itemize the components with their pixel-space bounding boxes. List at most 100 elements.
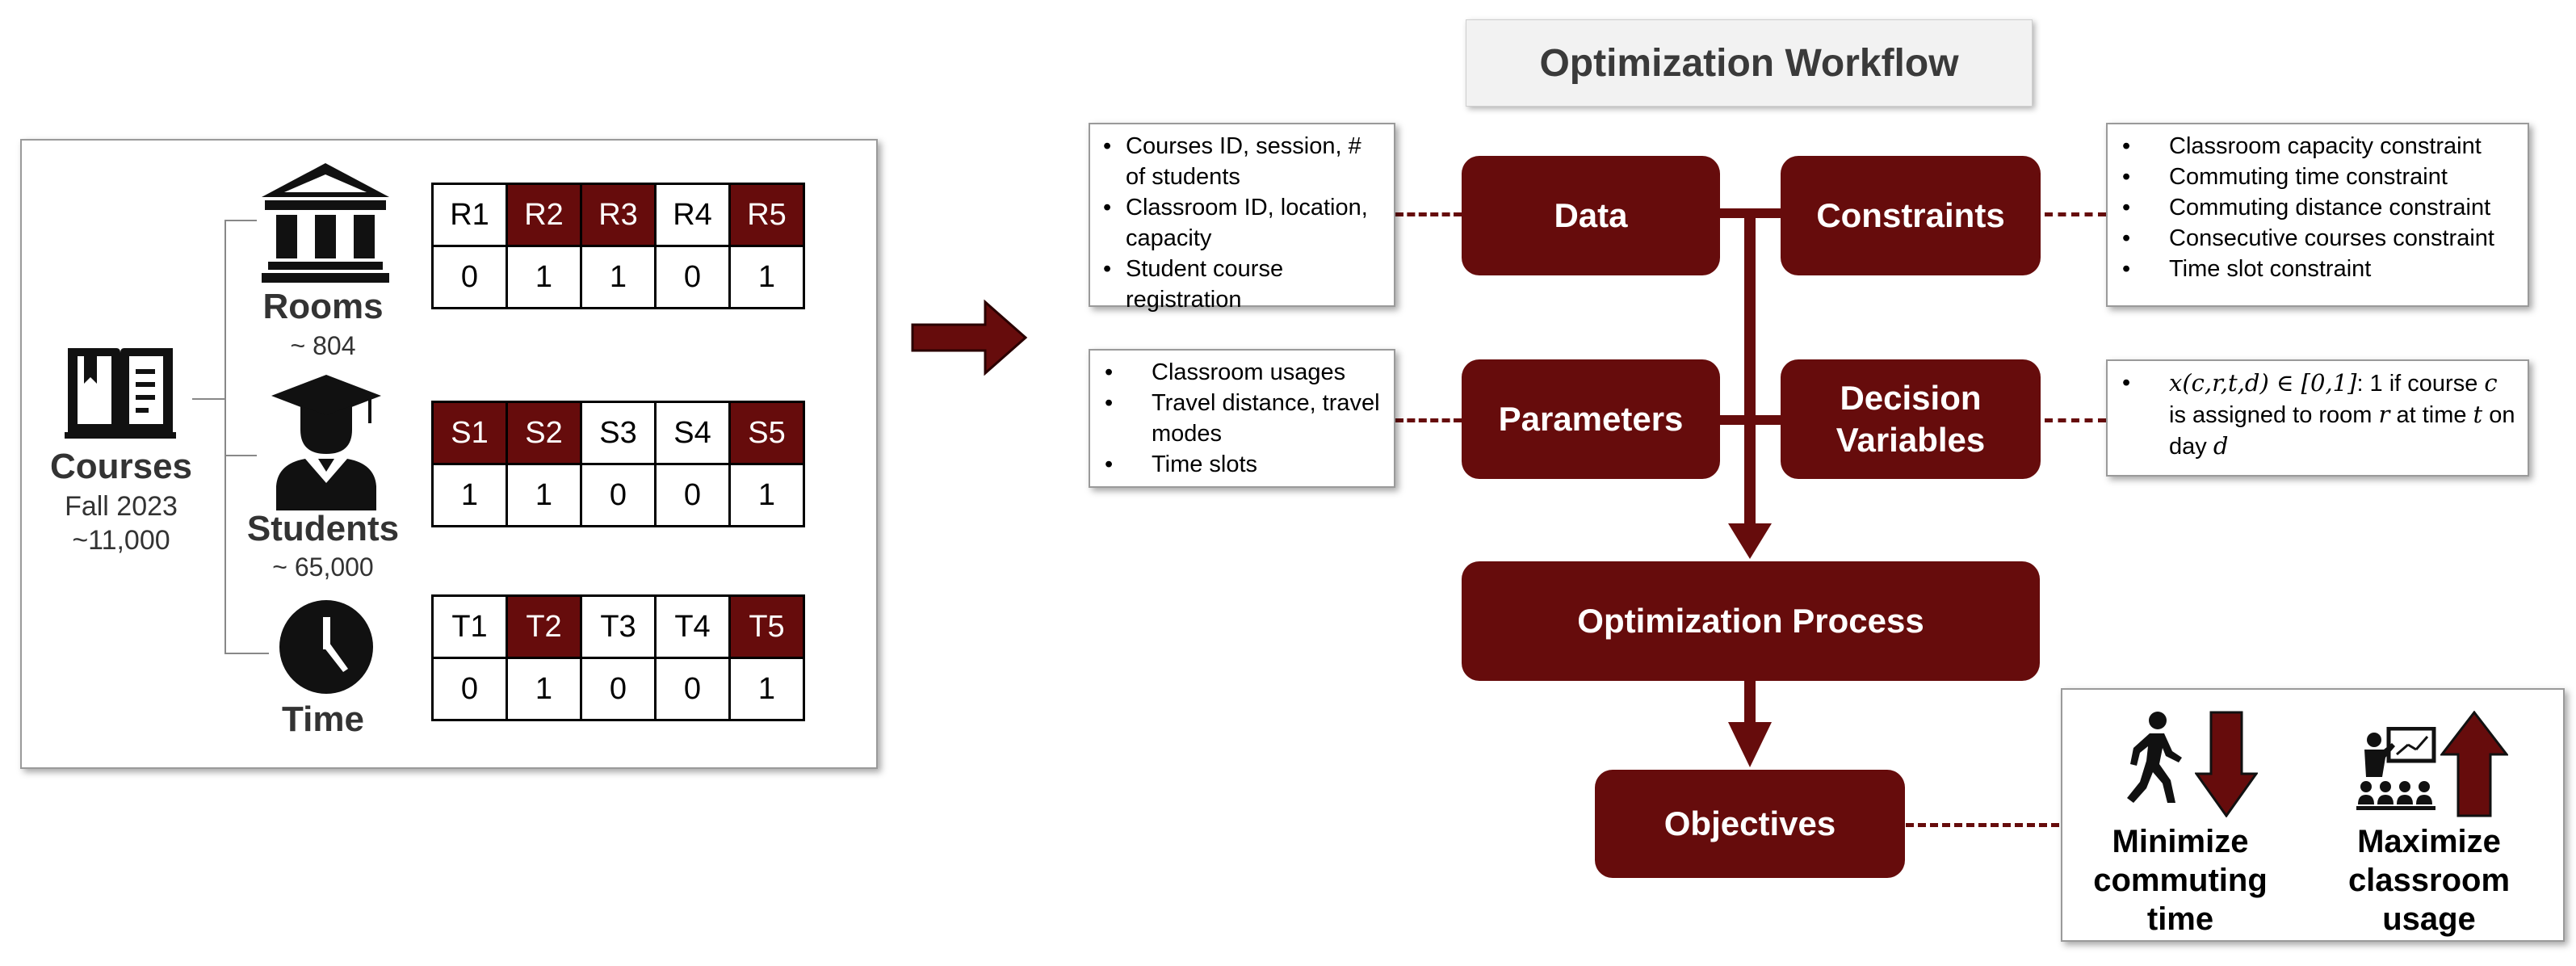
minimize-label: Minimize commuting time xyxy=(2083,822,2277,939)
constraints-block: Constraints xyxy=(1781,156,2041,275)
courses-count: ~11,000 xyxy=(72,525,170,556)
list-item: Commuting time constraint xyxy=(2116,162,2519,192)
rooms-title: Rooms xyxy=(262,287,384,326)
arrow-up-icon xyxy=(2440,711,2508,817)
objective-text: classroom xyxy=(2347,863,2511,898)
table-header-cell: S3 xyxy=(580,401,657,465)
table-header-cell: R5 xyxy=(728,183,805,247)
data-notes-box: Courses ID, session, # of students Class… xyxy=(1089,123,1395,313)
students-table: S1 S2 S3 S4 S5 1 1 0 0 1 xyxy=(431,401,805,527)
list-item: Travel distance, travel modes xyxy=(1098,388,1386,449)
table-header-cell: R3 xyxy=(580,183,657,247)
parameter-notes-box: Classroom usages Travel distance, travel… xyxy=(1089,349,1395,488)
tree-connector xyxy=(224,653,269,654)
list-item: Classroom usages xyxy=(1098,357,1386,388)
courses-title: Courses xyxy=(49,447,193,486)
decision-label-line2: Variables xyxy=(1836,421,1986,459)
table-value-cell: 1 xyxy=(506,463,582,527)
students-title: Students xyxy=(246,509,400,548)
optimization-process-block: Optimization Process xyxy=(1462,561,2040,681)
list-item: Courses ID, session, # of students xyxy=(1098,131,1386,192)
table-header-cell: S2 xyxy=(506,401,582,465)
table-value-cell: 1 xyxy=(580,245,657,309)
dashed-connector xyxy=(2045,418,2106,422)
time-title: Time xyxy=(282,699,364,739)
tree-connector xyxy=(224,455,257,456)
classroom-icon xyxy=(2356,727,2436,810)
maximize-label: Maximize classroom usage xyxy=(2332,822,2526,939)
table-header-cell: T2 xyxy=(506,594,582,659)
objectives-block: Objectives xyxy=(1595,770,1905,878)
list-item: Time slots xyxy=(1098,449,1386,480)
table-value-cell: 0 xyxy=(431,245,508,309)
table-header-cell: R2 xyxy=(506,183,582,247)
table-value-cell: 0 xyxy=(431,657,508,721)
table-header-cell: S4 xyxy=(654,401,731,465)
workflow-title: Optimization Workflow xyxy=(1466,19,2033,107)
connector-line xyxy=(1744,208,1756,548)
objective-text: Minimize xyxy=(2112,824,2249,859)
decision-note-box: x(c,r,t,d) ∈ [0,1]: 1 if course c is ass… xyxy=(2106,359,2529,477)
courses-term: Fall 2023 xyxy=(65,491,178,522)
objective-text: Maximize xyxy=(2357,824,2501,859)
table-value-cell: 1 xyxy=(728,463,805,527)
table-header-cell: T4 xyxy=(654,594,731,659)
list-item: Commuting distance constraint xyxy=(2116,192,2519,223)
connector-line xyxy=(1744,680,1756,729)
decision-text: at time xyxy=(2389,402,2473,428)
decision-text: : 1 if course xyxy=(2356,371,2485,397)
table-header-cell: R1 xyxy=(431,183,508,247)
rooms-count: ~ 804 xyxy=(290,331,356,360)
arrow-right-icon xyxy=(911,299,1028,376)
book-icon xyxy=(65,348,176,439)
dashed-connector xyxy=(1395,418,1462,422)
decision-label-line1: Decision xyxy=(1840,378,1982,417)
objective-text: commuting xyxy=(2093,863,2268,898)
list-item: Student course registration xyxy=(1098,254,1386,315)
list-item: Classroom capacity constraint xyxy=(2116,131,2519,162)
table-value-cell: 0 xyxy=(580,657,657,721)
table-header-cell: S1 xyxy=(431,401,508,465)
arrow-down-icon xyxy=(1728,722,1772,767)
table-value-cell: 1 xyxy=(431,463,508,527)
table-header-cell: T5 xyxy=(728,594,805,659)
table-value-cell: 0 xyxy=(654,245,731,309)
table-header-cell: T3 xyxy=(580,594,657,659)
tree-connector xyxy=(224,220,226,654)
walking-person-icon xyxy=(2127,712,2182,803)
decision-text: is assigned to room xyxy=(2169,402,2379,428)
rooms-table: R1 R2 R3 R4 R5 0 1 1 0 1 xyxy=(431,183,805,309)
objective-text: time xyxy=(2146,901,2214,937)
building-icon xyxy=(262,163,389,283)
table-value-cell: 1 xyxy=(506,245,582,309)
parameters-block: Parameters xyxy=(1462,359,1720,479)
arrow-down-icon xyxy=(1728,523,1772,559)
objective-text: usage xyxy=(2382,901,2476,937)
table-value-cell: 0 xyxy=(654,657,731,721)
dashed-connector xyxy=(2045,212,2106,216)
table-value-cell: 0 xyxy=(654,463,731,527)
table-value-cell: 1 xyxy=(728,245,805,309)
table-header-cell: R4 xyxy=(654,183,731,247)
list-item: Consecutive courses constraint xyxy=(2116,223,2519,254)
dashed-connector xyxy=(1395,212,1462,216)
decision-var: d xyxy=(2213,432,2229,460)
table-value-cell: 1 xyxy=(506,657,582,721)
decision-variables-block: Decision Variables xyxy=(1781,359,2041,479)
table-header-cell: S5 xyxy=(728,401,805,465)
constraint-notes-box: Classroom capacity constraint Commuting … xyxy=(2106,123,2529,307)
table-header-cell: T1 xyxy=(431,594,508,659)
decision-expression: x(c,r,t,d) ∈ [0,1] xyxy=(2169,369,2357,397)
data-block: Data xyxy=(1462,156,1720,275)
decision-var: t xyxy=(2473,401,2483,428)
table-value-cell: 1 xyxy=(728,657,805,721)
list-item: x(c,r,t,d) ∈ [0,1]: 1 if course c is ass… xyxy=(2116,368,2519,462)
clock-icon xyxy=(279,600,373,694)
time-table: T1 T2 T3 T4 T5 0 1 0 0 1 xyxy=(431,594,805,721)
arrow-down-icon xyxy=(2195,711,2258,817)
students-count: ~ 65,000 xyxy=(272,552,374,582)
table-value-cell: 0 xyxy=(580,463,657,527)
tree-connector xyxy=(192,398,226,400)
list-item: Classroom ID, location, capacity xyxy=(1098,192,1386,254)
list-item: Time slot constraint xyxy=(2116,254,2519,284)
